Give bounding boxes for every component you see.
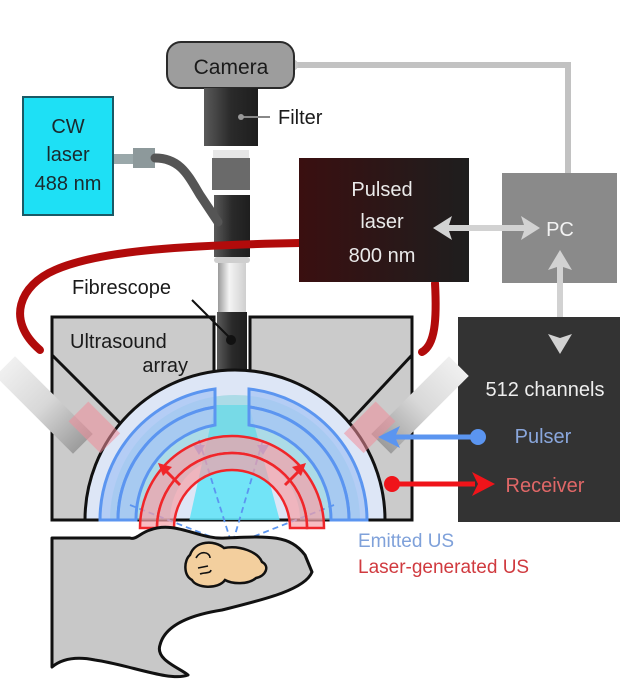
cw-fiber <box>113 148 223 227</box>
cw-laser-label-2: laser <box>46 144 90 166</box>
optics-stack <box>212 150 250 313</box>
laser-pc-arrow <box>433 216 540 240</box>
filter: Filter <box>204 88 323 146</box>
cw-laser-label-3: 488 nm <box>35 173 102 195</box>
brain <box>184 541 268 588</box>
receiver-arrow <box>384 472 495 496</box>
legend: Emitted US Laser-generated US <box>358 531 529 578</box>
laser-generated-us-arcs <box>138 434 326 530</box>
pulser-label: Pulser <box>515 426 572 448</box>
pulsed-laser-label-1: Pulsed <box>351 179 412 201</box>
legend-emitted-us: Emitted US <box>358 531 454 552</box>
camera-label: Camera <box>194 56 269 79</box>
receiver-arrowheads <box>158 463 306 476</box>
mouse-head <box>50 525 314 679</box>
pc-label: PC <box>546 219 574 241</box>
array-label-2: array <box>142 355 188 377</box>
emitted-us-arcs <box>98 387 369 522</box>
pulsed-laser: Pulsed laser 800 nm <box>299 158 469 282</box>
pulsed-laser-label-2: laser <box>360 211 404 233</box>
fibrescope-label: Fibrescope <box>72 277 171 299</box>
array-label-1: Ultrasound <box>70 331 167 353</box>
pulser-arrow <box>378 426 486 448</box>
red-fiber-cables <box>16 239 440 356</box>
receiver-label: Receiver <box>506 475 585 497</box>
filter-label: Filter <box>278 107 323 129</box>
legend-laser-generated-us: Laser-generated US <box>358 557 529 578</box>
daq-512-channels: 512 channels Pulser Receiver <box>458 317 620 522</box>
cw-laser: CW laser 488 nm <box>22 96 114 216</box>
daq-channels-label: 512 channels <box>486 379 605 401</box>
camera: Camera <box>166 41 295 89</box>
cw-laser-label-1: CW <box>51 116 84 138</box>
pulsed-laser-label-3: 800 nm <box>349 245 416 267</box>
